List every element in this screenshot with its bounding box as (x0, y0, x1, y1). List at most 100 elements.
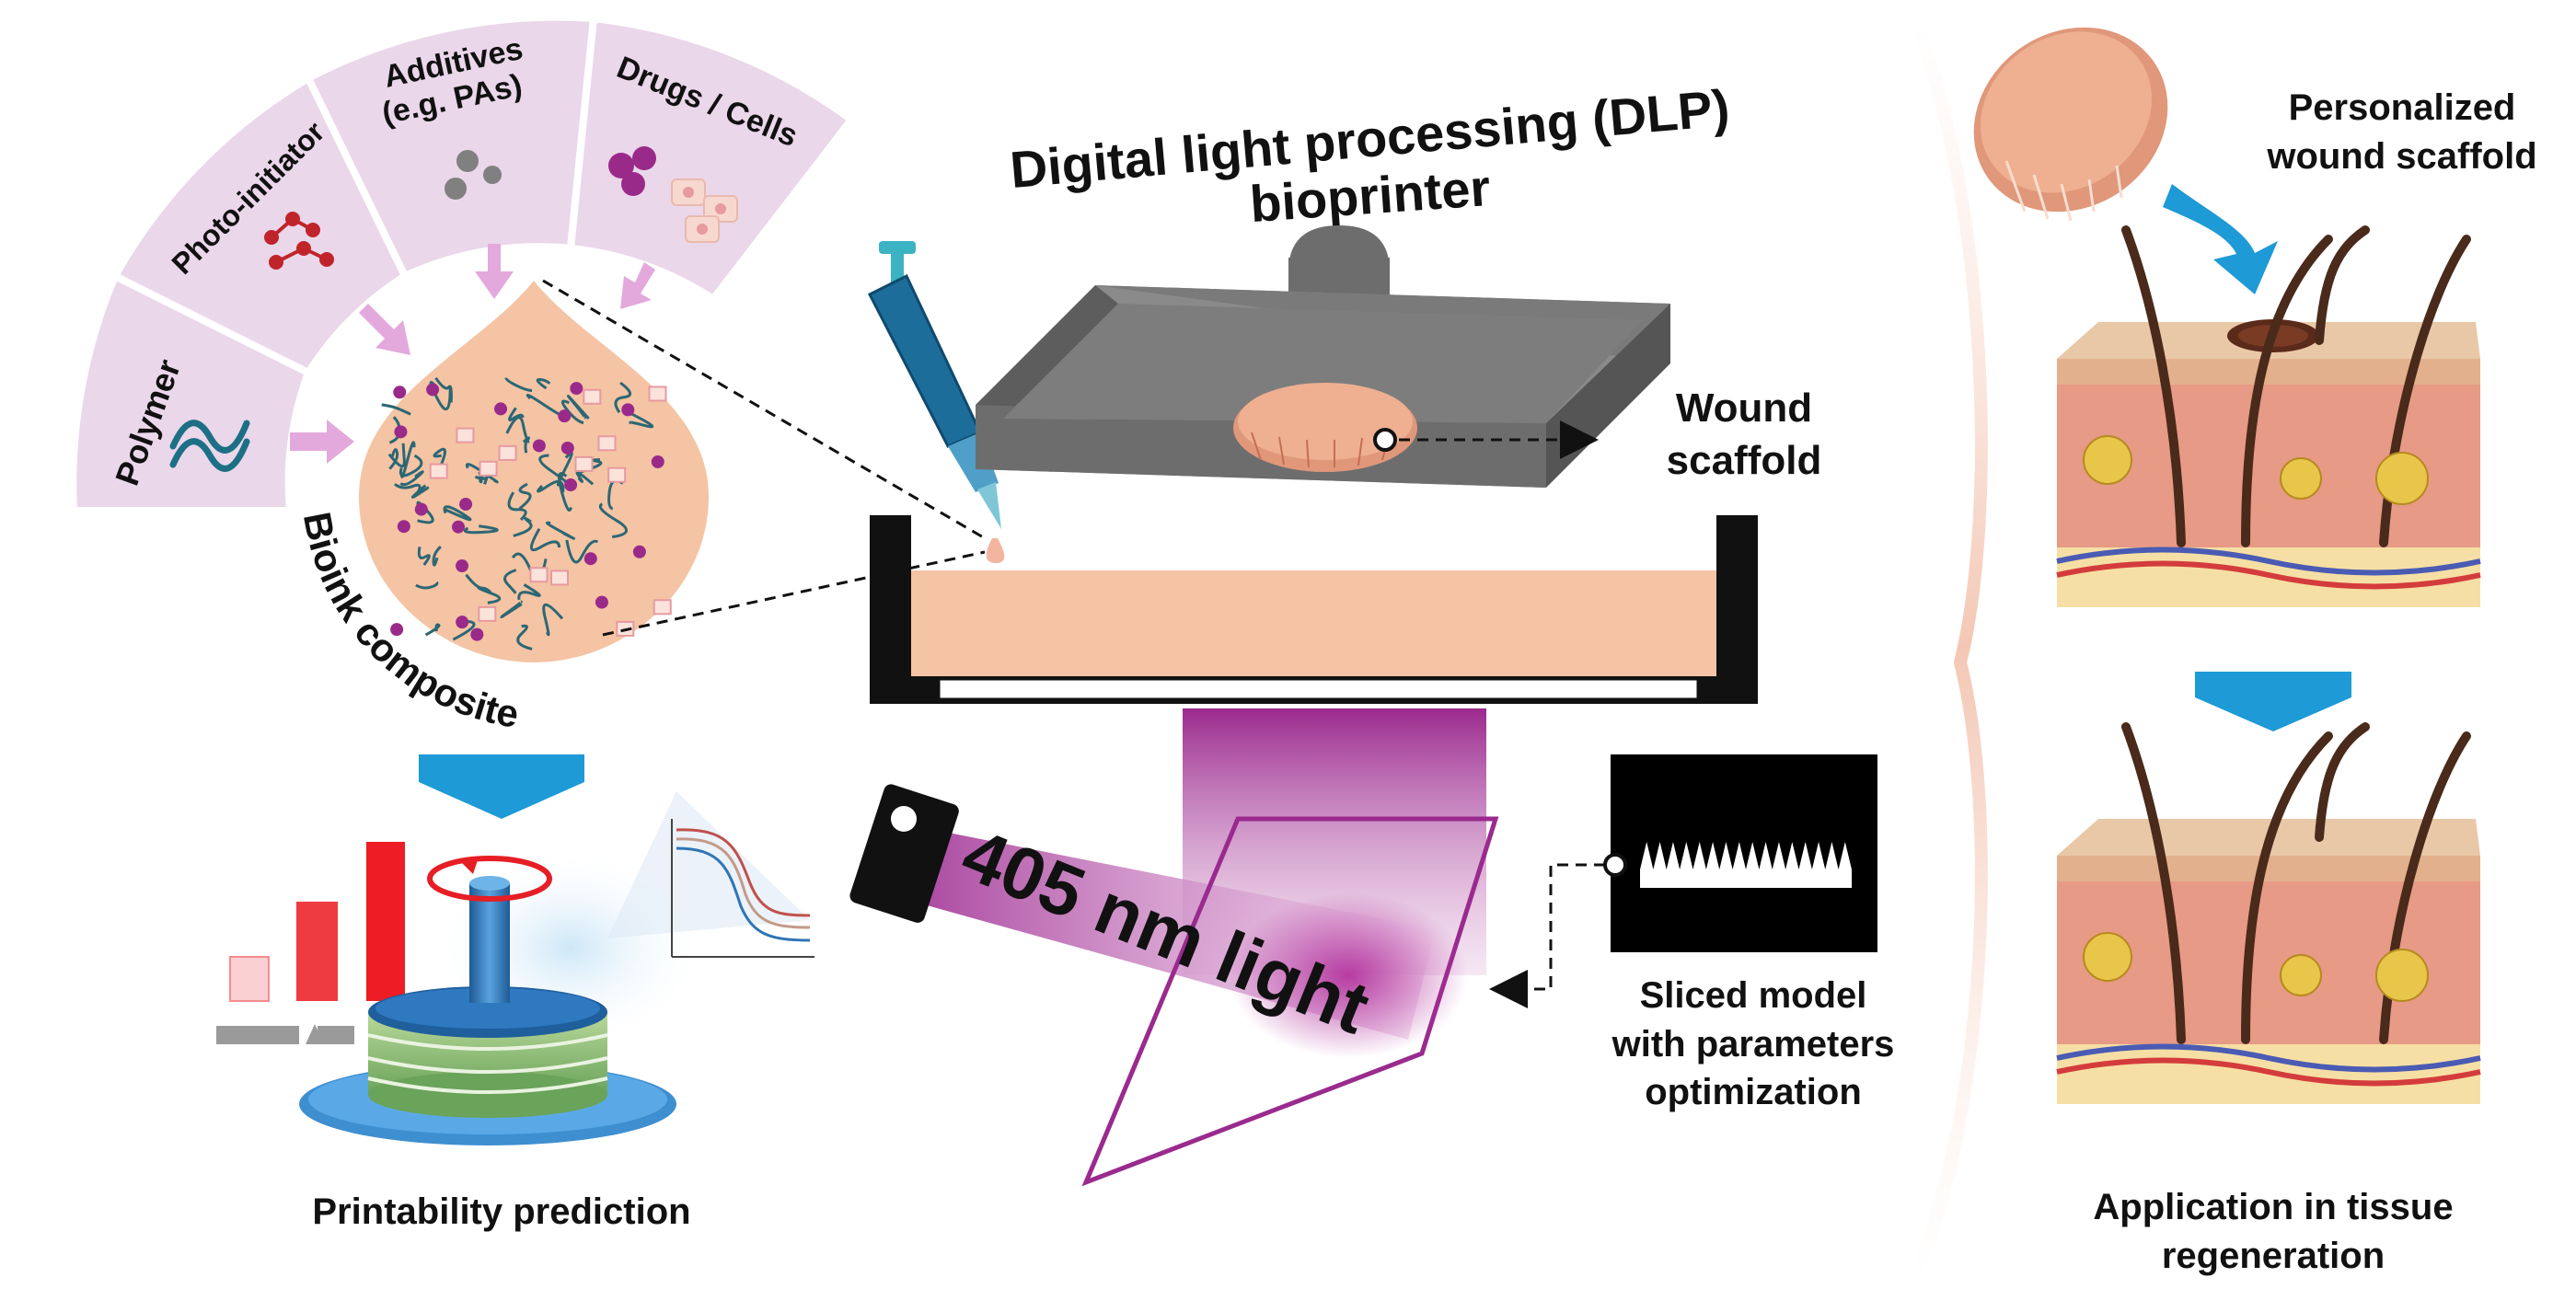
cell (478, 605, 497, 622)
polymer-strand (529, 527, 561, 552)
cell (479, 460, 498, 477)
polymer-strand (598, 502, 628, 539)
cell (574, 455, 594, 472)
polymer-strand (537, 479, 565, 493)
projection-plane (1081, 816, 1499, 1187)
skin-block-wounded (2056, 225, 2481, 607)
cell (550, 570, 570, 586)
polymer-strand (410, 484, 430, 499)
polymer-strand (629, 411, 654, 429)
sliced-model-line3: optimization (1645, 1072, 1862, 1112)
personalized-line1: Personalized (2289, 87, 2516, 128)
polymer-strand (513, 516, 533, 537)
sliced-model-image (1611, 754, 1877, 952)
fan-arrows (290, 244, 655, 464)
callout-line-slice (1489, 863, 1605, 1008)
drug-particle (452, 520, 466, 534)
photo-initiator-icon (264, 212, 334, 270)
cell (653, 599, 672, 616)
polymer-strand (434, 376, 453, 403)
polymer-strand (415, 581, 439, 590)
zoom-line-top (542, 279, 986, 540)
polymer-strand (388, 448, 399, 470)
polymer-strand (432, 546, 442, 567)
drug-particle (390, 623, 404, 637)
callout-dot-slice (1603, 853, 1627, 877)
polymer-strand (542, 603, 564, 637)
cell (529, 567, 549, 583)
drug-particle (456, 559, 469, 573)
polymer-strand (614, 381, 631, 414)
drug-particle (426, 383, 440, 397)
drug-particle (583, 552, 597, 566)
drug-particle (494, 402, 508, 416)
polymer-strand (443, 505, 472, 522)
cell (583, 388, 602, 405)
polymer-strand (399, 470, 424, 487)
drug-particle (393, 386, 407, 399)
cell (456, 427, 475, 443)
polymer-strand (560, 399, 584, 425)
polymer-strand (463, 524, 499, 535)
bar-medium (296, 902, 338, 1001)
polymer-strand (429, 381, 452, 411)
chevron-down-arrow-left (419, 754, 584, 819)
application-line1: Application in tissue (2093, 1187, 2453, 1227)
polymer-strand (399, 454, 423, 478)
cell (597, 435, 617, 452)
application-line2: regeneration (2162, 1236, 2385, 1276)
drug-particle (570, 382, 583, 396)
fan-segment-photo-initiator (110, 73, 410, 378)
bar-small (229, 956, 270, 1002)
drug-particle (595, 595, 608, 609)
bioink-droplet (359, 281, 709, 662)
polymer-strand (416, 501, 434, 524)
polymer-strand (508, 407, 525, 421)
polymer-strand (522, 436, 531, 454)
polymer-strand (503, 569, 517, 594)
skin-block-healed (2056, 722, 2481, 1104)
polymer-strand (567, 395, 590, 420)
polymer-strand (575, 471, 595, 486)
polymer-strand (387, 443, 406, 468)
drug-particle (394, 425, 408, 439)
polymer-strand (565, 539, 599, 564)
fan-segment-drugs-cells (566, 14, 857, 305)
polymer-strand (394, 483, 422, 495)
chevron-down-arrow-right (2195, 672, 2351, 731)
wound-scaffold-line1: Wound (1676, 386, 1812, 431)
drug-particle (621, 403, 635, 417)
drug-particle (564, 478, 578, 492)
polymer-strand (558, 472, 572, 512)
printability-label: Printability prediction (312, 1191, 690, 1232)
sliced-model-line1: Sliced model (1640, 975, 1867, 1016)
viscosity-curve-inset (607, 791, 814, 958)
drug-particle (558, 409, 572, 423)
callout-dot-scaffold (1373, 428, 1397, 452)
polymer-strand (579, 458, 603, 474)
polymer-strand (518, 482, 532, 511)
drug-particle (456, 616, 469, 629)
polymer-strand (517, 583, 541, 601)
cell (498, 444, 517, 461)
curved-arrow-into-skin (2163, 184, 2278, 294)
drug-particle (632, 545, 646, 558)
drug-particle (532, 439, 546, 453)
additive-particles-icon (445, 150, 502, 200)
drug-particle (397, 520, 410, 534)
polymer-strand (465, 573, 492, 594)
drug-particle (414, 502, 428, 516)
cell (429, 463, 448, 479)
polymer-strand (516, 624, 533, 650)
section-divider (1908, 16, 1988, 1282)
polymer-strand (546, 521, 576, 540)
drugs-cells-icon (608, 146, 738, 243)
cell (648, 386, 667, 402)
drug-particle (560, 441, 574, 455)
drug-particle (459, 498, 473, 512)
pipette-icon (867, 241, 1005, 563)
cell (607, 466, 627, 483)
zoom-line-bottom (602, 550, 986, 637)
sliced-model-line2: with parameters (1611, 1024, 1895, 1065)
